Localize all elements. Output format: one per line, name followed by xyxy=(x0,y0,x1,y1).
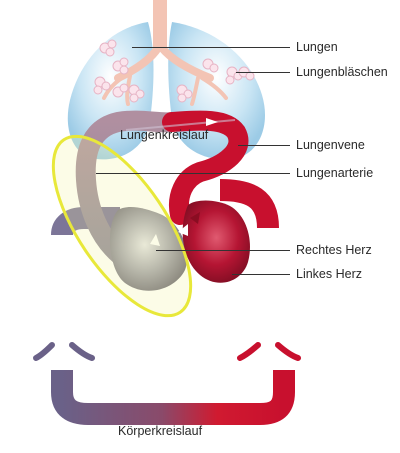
label-lungen: Lungen xyxy=(296,40,338,54)
arrow-up-left xyxy=(56,286,68,300)
leader-lungenvene xyxy=(238,145,290,146)
pulmonary-artery xyxy=(75,110,182,265)
arrow-down-right xyxy=(262,316,274,330)
leader-lungenarterie xyxy=(96,173,290,174)
label-koerperkreislauf: Körperkreislauf xyxy=(118,424,203,438)
heart xyxy=(109,200,250,291)
label-linkes-herz: Linkes Herz xyxy=(296,267,362,281)
arrow-lung-top xyxy=(206,118,218,126)
pulmonary-highlight-ring xyxy=(51,134,193,318)
label-lungenblaeschen: Lungenbläschen xyxy=(296,65,388,79)
right-heart xyxy=(109,207,188,291)
label-rechtes-herz: Rechtes Herz xyxy=(296,243,372,257)
left-heart xyxy=(182,200,250,283)
systemic-bottom-loop xyxy=(51,370,295,425)
flow-arrows xyxy=(56,118,274,332)
arrow-right-heart xyxy=(150,234,160,246)
alveoli xyxy=(93,39,255,103)
leader-linkes-herz xyxy=(232,274,290,275)
label-lungenkreislauf: Lungenkreislauf xyxy=(120,128,209,142)
trachea xyxy=(102,0,228,106)
arrow-left-heart xyxy=(178,224,188,236)
label-lungenarterie: Lungenarterie xyxy=(296,166,374,180)
leader-lungenblaeschen xyxy=(236,72,290,73)
arrow-left-heart-2 xyxy=(190,212,200,224)
label-lungenvene: Lungenvene xyxy=(296,138,365,152)
leader-lungen xyxy=(132,47,290,48)
leader-rechtes-herz xyxy=(156,250,290,251)
